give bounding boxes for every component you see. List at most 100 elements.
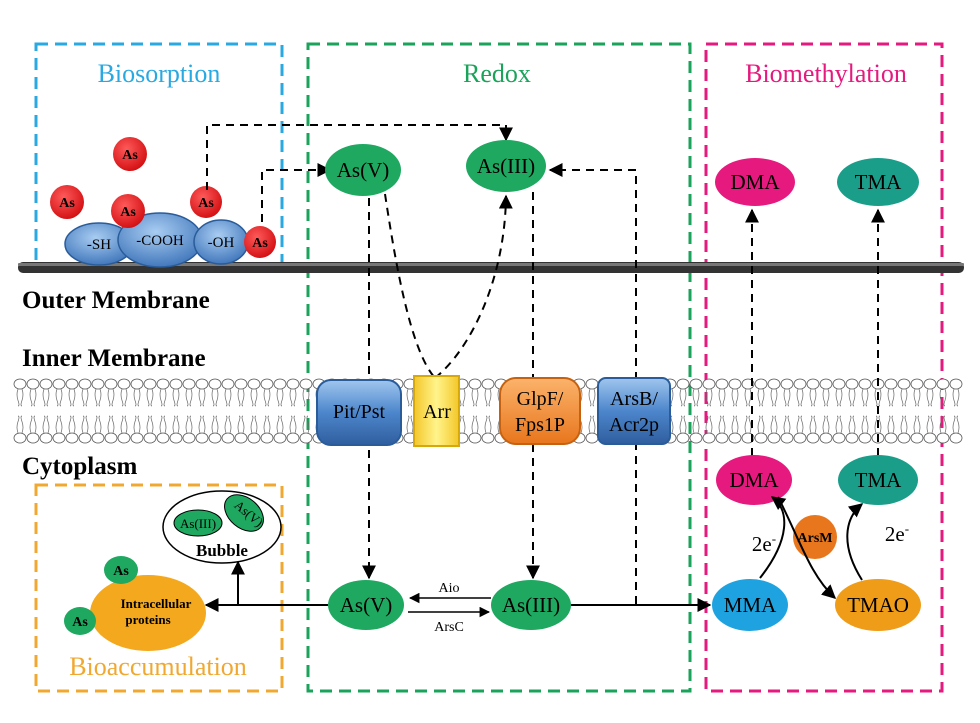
lipid-tail	[471, 388, 479, 407]
lipid-tail	[250, 415, 258, 434]
lipid-tail	[133, 388, 141, 407]
lipid-tail	[68, 415, 76, 434]
lipid-tail	[887, 415, 895, 434]
lipid-head	[923, 432, 937, 444]
lipid-head	[65, 432, 79, 444]
lipid-tail	[692, 388, 700, 407]
lipid-head	[910, 432, 924, 444]
lipid-tail	[744, 415, 752, 434]
as-atom-green-2	[64, 607, 96, 635]
lipid-head	[676, 378, 690, 390]
lipid-head	[806, 378, 820, 390]
lipid-head	[208, 378, 222, 390]
lipid-tail	[29, 388, 37, 407]
lipid-tail	[159, 388, 167, 407]
arsm-enzyme	[793, 515, 837, 559]
lipid-head	[897, 378, 911, 390]
lipid-tail	[55, 415, 63, 434]
lipid-tail	[302, 388, 310, 407]
lipid-head	[793, 378, 807, 390]
lipid-head	[468, 378, 482, 390]
lipid-tail	[874, 388, 882, 407]
biomethylation-box	[704, 42, 944, 693]
lipid-head	[481, 432, 495, 444]
lipid-tail	[952, 415, 960, 434]
lipid-head	[156, 378, 170, 390]
lipid-head	[195, 432, 209, 444]
lipid-tail	[783, 388, 791, 407]
lipid-head	[104, 432, 118, 444]
lipid-head	[832, 378, 846, 390]
lipid-head	[689, 378, 703, 390]
lipid-tail	[42, 388, 50, 407]
cytoplasm-flow-lines	[204, 560, 712, 612]
lipid-head	[78, 432, 92, 444]
arrow-mma-to-dma	[759, 496, 787, 579]
as-atom-red-1-label: As	[122, 148, 138, 163]
as3-inside-node	[491, 580, 571, 630]
arr-path-as5	[384, 193, 436, 379]
lipid-head	[130, 378, 144, 390]
lipid-tail	[172, 388, 180, 407]
lipid-tail	[796, 388, 804, 407]
dma-outside-label: DMA	[730, 170, 780, 194]
lipid-tail	[484, 415, 492, 434]
lipid-head	[143, 432, 157, 444]
as5-outside-label: As(V)	[337, 158, 390, 182]
lipid-head	[52, 378, 66, 390]
lipid-tail	[211, 415, 219, 434]
lipid-head	[754, 378, 768, 390]
lipid-head	[234, 432, 248, 444]
lipid-tail	[198, 388, 206, 407]
lipid-tail	[731, 415, 739, 434]
arrow-dma-to-tmao	[777, 496, 837, 599]
lipid-head	[273, 432, 287, 444]
lipid-head	[13, 378, 27, 390]
lipid-tail	[406, 415, 414, 434]
lipid-head	[221, 432, 235, 444]
lipid-head	[845, 432, 859, 444]
oh-group-label: -OH	[208, 235, 235, 251]
glpf-label-line2: Fps1P	[515, 414, 565, 436]
lipid-tail	[913, 388, 921, 407]
lipid-head	[884, 432, 898, 444]
lipid-tail	[94, 388, 102, 407]
lipid-head	[676, 432, 690, 444]
lipid-head	[845, 378, 859, 390]
lipid-head	[884, 378, 898, 390]
aio-arsc-arrows	[408, 592, 491, 618]
lipid-tail	[679, 388, 687, 407]
lipid-head	[702, 378, 716, 390]
lipid-tail	[471, 415, 479, 434]
as-atom-red-3-label: As	[120, 205, 136, 220]
lipid-head	[39, 432, 53, 444]
lipid-tail	[224, 388, 232, 407]
as-atom-red-4-label: As	[198, 196, 214, 211]
lipid-head	[767, 432, 781, 444]
as5-inside-label: As(V)	[340, 593, 393, 617]
lipid-tail	[133, 415, 141, 434]
lipid-head	[26, 378, 40, 390]
lipid-tail	[822, 415, 830, 434]
lipid-tail	[276, 388, 284, 407]
as-atom-red-1	[113, 137, 147, 171]
lipid-tail	[705, 388, 713, 407]
lipid-tail	[679, 415, 687, 434]
redox-box	[306, 42, 692, 693]
lipid-head	[949, 432, 963, 444]
as-atom-red-3	[111, 194, 145, 228]
glpf-label-line1: GlpF/	[517, 388, 564, 410]
as-atom-green-1-label: As	[113, 564, 129, 579]
lipid-tail	[263, 415, 271, 434]
arsm-label: ArsM	[798, 531, 833, 546]
lipid-head	[221, 378, 235, 390]
proteins-label-line1: Intracellular	[121, 596, 192, 611]
lipid-head	[702, 432, 716, 444]
tmao-label: TMAO	[847, 593, 909, 617]
lipid-head	[299, 432, 313, 444]
lipid-head	[949, 378, 963, 390]
arr-path-as3	[434, 194, 513, 379]
lipid-head	[910, 378, 924, 390]
proteins-label-line2: proteins	[125, 612, 170, 627]
lipid-tail	[809, 415, 817, 434]
